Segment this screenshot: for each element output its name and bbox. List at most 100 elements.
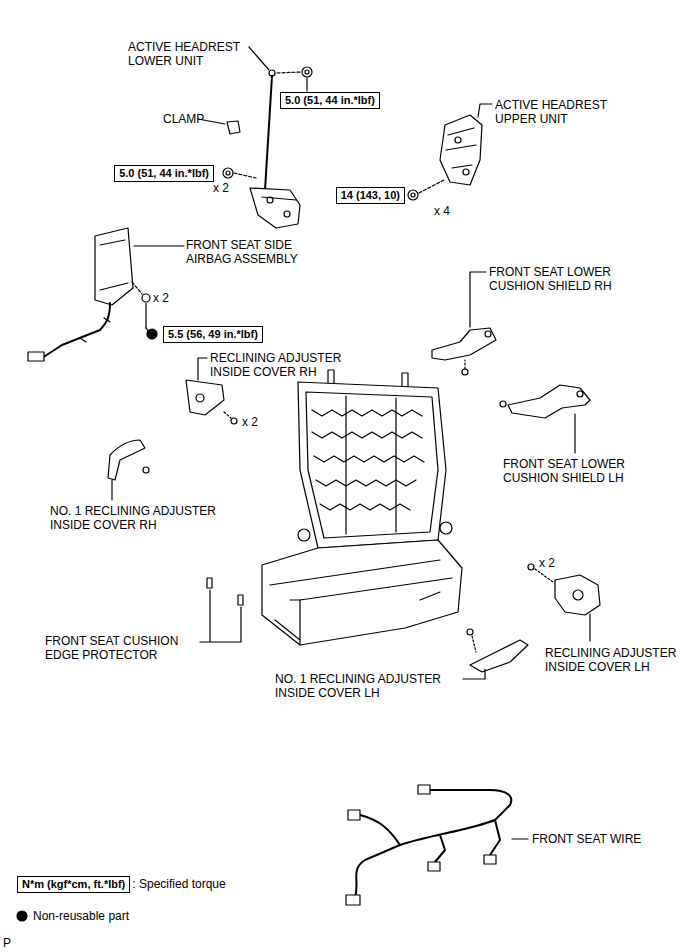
active-headrest-upper-unit [478, 104, 492, 117]
seat-frame [402, 373, 408, 387]
reclining-adjuster-inside-cover-rh [196, 394, 204, 402]
part-name: FRONT SEAT LOWER CUSHION SHIELD RH [489, 265, 629, 293]
seat-frame [312, 410, 422, 416]
seat-frame [298, 382, 446, 548]
active-headrest-upper-unit [463, 169, 469, 175]
no1-reclining-adjuster-inside-cover-rh [108, 440, 149, 500]
front-seat-wire [512, 838, 528, 839]
front-seat-wire [355, 790, 511, 898]
active-headrest-lower-unit [250, 188, 300, 228]
front-seat-side-airbag [134, 245, 184, 246]
active-headrest-upper-unit [455, 137, 461, 143]
front-seat-cushion-edge-protector [207, 578, 212, 588]
torque-value: 14 (143, 10) [341, 189, 400, 202]
active-headrest-lower-unit [249, 47, 269, 70]
active-headrest-upper-unit [446, 128, 476, 168]
active-headrest-lower-unit [284, 211, 290, 217]
nut-and-leader [234, 173, 256, 178]
nut-and-leader [223, 67, 312, 178]
active-headrest-upper-unit [440, 115, 482, 185]
seat-frame [306, 392, 438, 538]
no1-reclining-adjuster-inside-cover-rh [111, 480, 112, 500]
active-headrest-upper-unit [419, 180, 444, 193]
quantity: x 4 [434, 204, 450, 218]
torque-value: 5.0 (51, 44 in.*lbf) [285, 94, 375, 107]
reclining-adjuster-inside-cover-rh [198, 358, 207, 380]
nut-and-leader [305, 70, 309, 74]
front-seat-side-airbag [28, 228, 184, 361]
reclining-adjuster-inside-cover-rh [186, 380, 224, 415]
active-headrest-upper-unit [411, 193, 415, 197]
no1-reclining-adjuster-inside-cover-lh [463, 629, 528, 679]
torque-value: 5.0 (51, 44 in.*lbf) [119, 167, 209, 180]
active-headrest-lower-unit [265, 76, 272, 190]
seat-frame [314, 456, 424, 462]
reclining-adjuster-inside-cover-lh [528, 564, 534, 570]
front-seat-cushion-edge-protector [200, 590, 241, 642]
seat-frame [290, 592, 440, 600]
seat-frame [346, 396, 396, 534]
part-name: RECLINING ADJUSTER INSIDE COVER LH [545, 646, 685, 674]
front-seat-lower-cushion-shield-rh [470, 272, 486, 327]
front-seat-side-airbag [147, 329, 157, 339]
front-seat-side-airbag [100, 240, 128, 290]
front-seat-side-airbag [142, 294, 150, 302]
front-seat-cushion-edge-protector [200, 578, 243, 642]
legend-text: Non-reusable part [33, 909, 129, 923]
front-seat-wire [346, 895, 360, 905]
nut-and-leader [277, 72, 301, 73]
part-name: ACTIVE HEADREST UPPER UNIT [495, 98, 620, 126]
active-headrest-upper-unit [408, 104, 492, 200]
active-headrest-lower-unit [249, 47, 300, 228]
front-seat-side-airbag [28, 352, 44, 361]
front-seat-lower-cushion-shield-rh [432, 328, 496, 360]
torque-value: N*m (kgf*cm, ft.*lbf) [22, 878, 125, 891]
front-seat-wire [360, 815, 400, 845]
legend-symbol [17, 911, 27, 921]
front-seat-wire [490, 820, 500, 855]
part-name: RECLINING ADJUSTER INSIDE COVER RH [210, 351, 355, 379]
part-name: NO. 1 RECLINING ADJUSTER INSIDE COVER RH [50, 504, 240, 532]
reclining-adjuster-inside-cover-lh [555, 575, 600, 615]
nut-and-leader [223, 168, 233, 178]
front-seat-wire [348, 810, 360, 820]
legend-text: : Specified torque [132, 877, 225, 891]
front-seat-lower-cushion-shield-lh [500, 385, 590, 453]
reclining-adjuster-inside-cover-rh [231, 418, 237, 424]
no1-reclining-adjuster-inside-cover-lh [472, 636, 476, 652]
torque-spec-box: 5.0 (51, 44 in.*lbf) [114, 165, 214, 182]
reclining-adjuster-inside-cover-rh [224, 412, 231, 418]
seat-frame [328, 370, 334, 384]
front-seat-lower-cushion-shield-lh [508, 385, 590, 418]
part-name: ACTIVE HEADREST LOWER UNIT [128, 40, 248, 68]
part-name: NO. 1 RECLINING ADJUSTER INSIDE COVER LH [275, 672, 461, 700]
front-seat-side-airbag [80, 318, 110, 342]
seat-frame [262, 540, 462, 645]
seat-frame [270, 560, 452, 645]
part-name: FRONT SEAT SIDE AIRBAG ASSEMBLY [186, 238, 311, 266]
front-seat-lower-cushion-shield-lh [574, 414, 575, 453]
seat-frame [316, 480, 416, 486]
part-name: FRONT SEAT LOWER CUSHION SHIELD LH [503, 457, 643, 485]
seat-frame [440, 522, 452, 534]
seat-frame [262, 370, 462, 645]
no1-reclining-adjuster-inside-cover-lh [470, 640, 528, 672]
reclining-adjuster-inside-cover-lh [589, 614, 590, 641]
reclining-adjuster-inside-cover-lh [573, 590, 583, 600]
part-name: FRONT SEAT WIRE [532, 832, 641, 846]
nut-and-leader [226, 171, 230, 175]
torque-spec-box: 14 (143, 10) [336, 187, 405, 204]
legend-torque-box: N*m (kgf*cm, ft.*lbf) [17, 876, 130, 893]
front-seat-lower-cushion-shield-lh [577, 391, 583, 397]
no1-reclining-adjuster-inside-cover-rh [108, 440, 145, 480]
front-seat-lower-cushion-shield-lh [500, 401, 506, 407]
no1-reclining-adjuster-inside-cover-lh [467, 629, 473, 635]
front-seat-wire [428, 862, 440, 871]
reclining-adjuster-inside-cover-lh [535, 569, 553, 582]
front-seat-side-airbag [145, 303, 146, 328]
front-seat-wire [435, 835, 445, 862]
front-seat-cushion-edge-protector [238, 595, 243, 605]
front-seat-side-airbag [42, 303, 110, 358]
no1-reclining-adjuster-inside-cover-lh [463, 669, 485, 679]
front-seat-wire [484, 855, 496, 864]
